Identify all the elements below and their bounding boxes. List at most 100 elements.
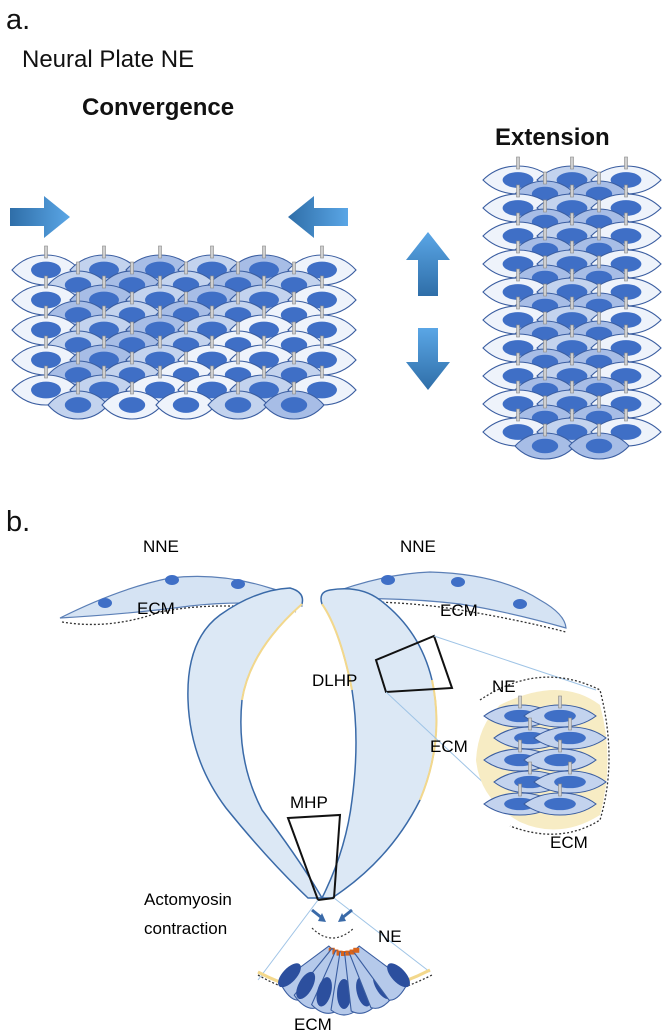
nucleus [64,397,92,413]
nucleus [610,228,642,244]
cilium [597,423,601,437]
cilium [130,351,134,365]
nucleus [280,277,308,293]
nucleus [610,424,642,440]
ecm-inset-left-label: ECM [430,737,468,756]
extension-title: Extension [495,124,610,151]
cilium [570,324,574,338]
cilium [624,240,628,254]
nucleus [118,397,146,413]
cilium [236,351,240,365]
cilium [528,761,532,775]
cilium [210,335,214,349]
cilium [320,365,324,379]
nucleus [249,291,279,309]
dlhp-inset-cell [523,695,597,728]
extension-cell-sheet [482,156,662,460]
cilium [518,739,522,753]
actomyosin-label-line1: Actomyosin [144,890,232,909]
cilium [320,275,324,289]
ne-inset-label: NE [492,677,516,696]
nucleus [31,261,61,279]
nucleus [610,284,642,300]
nucleus [145,381,175,399]
nucleus [280,337,308,353]
nucleus [280,307,308,323]
nucleus [556,340,588,356]
extension-arrow-up [406,232,450,296]
cilium [570,212,574,226]
nucleus [531,438,559,454]
nucleus [249,351,279,369]
nucleus [145,291,175,309]
nucleus [556,172,588,188]
cilium [102,245,106,259]
actomyosin-mark [341,951,347,956]
cilium [76,291,80,305]
nucleus [197,321,227,339]
cilium [570,156,574,170]
dlhp-inset-cell [523,739,597,772]
cilium [516,296,520,310]
cilium [570,240,574,254]
cilium [543,367,547,381]
nucleus [145,321,175,339]
convergence-arrow-right [288,196,348,238]
cilium [236,291,240,305]
nucleus [610,368,642,384]
nucleus [89,381,119,399]
nucleus [118,277,146,293]
cilium [76,351,80,365]
cilium [570,268,574,282]
convergence-arrow-left [10,196,70,238]
nucleus [145,351,175,369]
nucleus [307,321,337,339]
cilium [570,380,574,394]
nucleus [502,172,534,188]
nucleus [544,709,576,723]
nucleus [307,261,337,279]
cilium [44,245,48,259]
cilium [597,311,601,325]
cilium [262,245,266,259]
nucleus [556,368,588,384]
cilium [262,335,266,349]
nucleus [556,200,588,216]
cilium [210,305,214,319]
panel-b-label: b. [6,506,31,538]
cilium [292,321,296,335]
cilium [236,381,240,395]
convergence-cell [207,381,269,420]
cilium [184,351,188,365]
nucleus [554,775,586,789]
nucleus [307,381,337,399]
cilium [158,365,162,379]
cilium [292,291,296,305]
cilium [130,321,134,335]
nucleus [89,351,119,369]
cilium [210,365,214,379]
cilium [543,199,547,213]
ecm-right-label: ECM [440,601,478,620]
cilium [624,352,628,366]
cilium [102,335,106,349]
cilium [597,283,601,297]
cilium [516,240,520,254]
cilium [597,367,601,381]
cilium [558,739,562,753]
dlhp-inset-cell [533,761,607,794]
convergence-cell [47,381,109,420]
cilium [558,695,562,709]
nucleus [280,397,308,413]
cilium [76,381,80,395]
nucleus [31,381,61,399]
cilium [262,275,266,289]
cilium [292,381,296,395]
cilium [130,261,134,275]
dlhp-inset-cells [476,676,610,835]
cilium [236,321,240,335]
nucleus [31,351,61,369]
cilium [624,156,628,170]
nucleus [249,381,279,399]
cilium [543,227,547,241]
